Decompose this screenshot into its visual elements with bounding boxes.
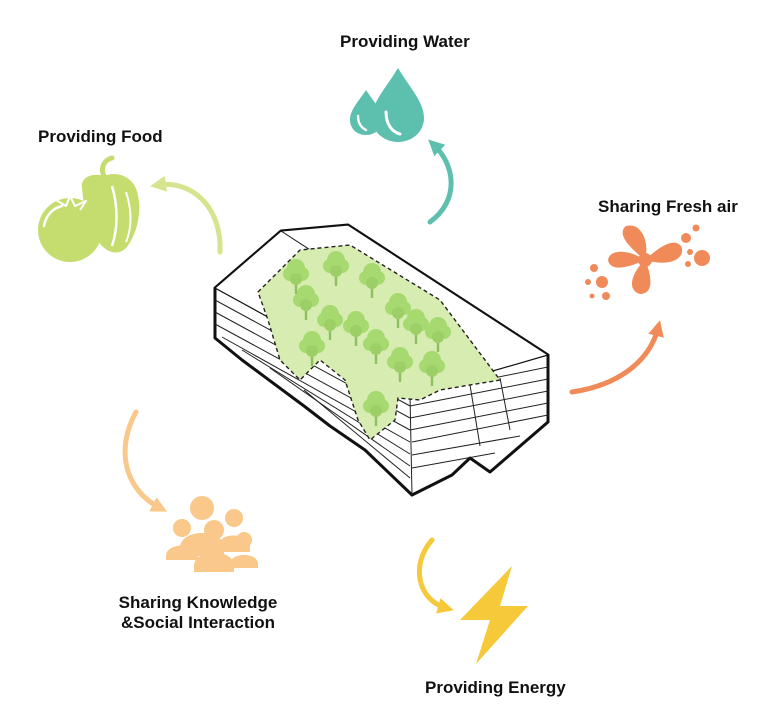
air-arrow bbox=[569, 320, 664, 395]
label-sharing-knowledge-line2: &Social Interaction bbox=[121, 613, 275, 632]
label-sharing-knowledge-line1: Sharing Knowledge bbox=[118, 593, 278, 612]
lightning-bolt-icon bbox=[460, 566, 528, 664]
energy-arrow bbox=[416, 537, 454, 614]
label-providing-water: Providing Water bbox=[340, 32, 470, 51]
people-group-icon bbox=[166, 496, 258, 572]
social-arrow bbox=[122, 409, 168, 512]
tomato-pepper-icon bbox=[38, 155, 140, 262]
label-providing-food: Providing Food bbox=[38, 127, 163, 146]
water-arrow bbox=[427, 139, 454, 225]
fan-airflow-icon bbox=[585, 224, 710, 300]
water-drops-icon bbox=[350, 68, 424, 142]
food-arrow bbox=[150, 175, 223, 255]
building-illustration bbox=[213, 223, 550, 497]
label-sharing-knowledge: Sharing Knowledge &Social Interaction bbox=[100, 593, 296, 633]
label-sharing-fresh-air: Sharing Fresh air bbox=[598, 197, 738, 216]
label-providing-energy: Providing Energy bbox=[425, 678, 566, 697]
